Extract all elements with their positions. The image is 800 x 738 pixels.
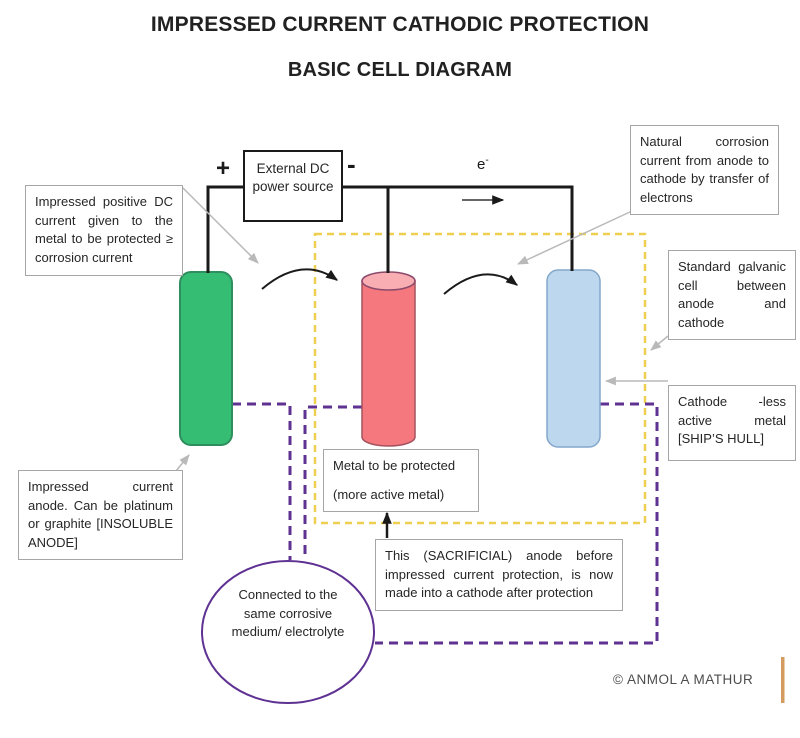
page-subtitle: BASIC CELL DIAGRAM: [287, 59, 513, 81]
leader-impressed-positive: [181, 186, 259, 264]
impressed-anode-electrode: [179, 271, 233, 446]
electrolyte-link-anode: [232, 402, 292, 560]
copyright-text: © ANMOL A MATHUR: [613, 672, 754, 687]
callout-impressed-positive: Impressed positive DC current given to t…: [25, 185, 183, 276]
wire-negative: [342, 185, 574, 271]
callout-sacrificial: This (SACRIFICIAL) anode before impresse…: [375, 539, 623, 611]
electron-symbol: e: [477, 156, 486, 173]
callout-natural-corrosion: Natural corrosion current from anode to …: [630, 125, 779, 215]
electrolyte-link-cathode: [375, 402, 659, 645]
leader-standard-galvanic: [650, 335, 669, 351]
electron-label: e-: [477, 155, 489, 173]
protected-metal-electrode-top: [361, 271, 416, 291]
callout-impressed-anode: Impressed current anode. Can be platinum…: [18, 470, 183, 560]
cathode-electrode: [546, 269, 601, 448]
electrolyte-ellipse: [201, 560, 375, 704]
accent-bar: [781, 657, 785, 703]
metal-protected-line2: (more active metal): [333, 486, 445, 502]
positive-terminal-sign: +: [216, 155, 231, 182]
leader-natural-corrosion: [517, 210, 633, 265]
current-arrow-left: [261, 268, 338, 290]
page-title: IMPRESSED CURRENT CATHODIC PROTECTION: [150, 13, 650, 36]
galvanic-cell-dashed-boundary: [313, 232, 647, 525]
negative-terminal-sign: -: [347, 149, 356, 179]
electron-charge: -: [485, 155, 489, 166]
wire-positive: [206, 185, 243, 273]
leader-impressed-anode: [175, 454, 190, 472]
callout-metal-protected: Metal to be protected (more active metal…: [323, 449, 479, 512]
electrolyte-link-metal: [303, 405, 362, 559]
current-arrow-right: [443, 273, 518, 295]
callout-cathode: Cathode -less active metal [SHIP’S HULL]: [668, 385, 796, 461]
electrolyte-label: Connected to the same corrosive medium/ …: [231, 587, 345, 639]
metal-protected-line1: Metal to be protected: [333, 458, 456, 473]
dc-power-source-box: External DC power source: [243, 150, 343, 222]
callout-standard-galvanic: Standard galvanic cell between anode and…: [668, 250, 796, 340]
protected-metal-electrode: [361, 280, 416, 447]
